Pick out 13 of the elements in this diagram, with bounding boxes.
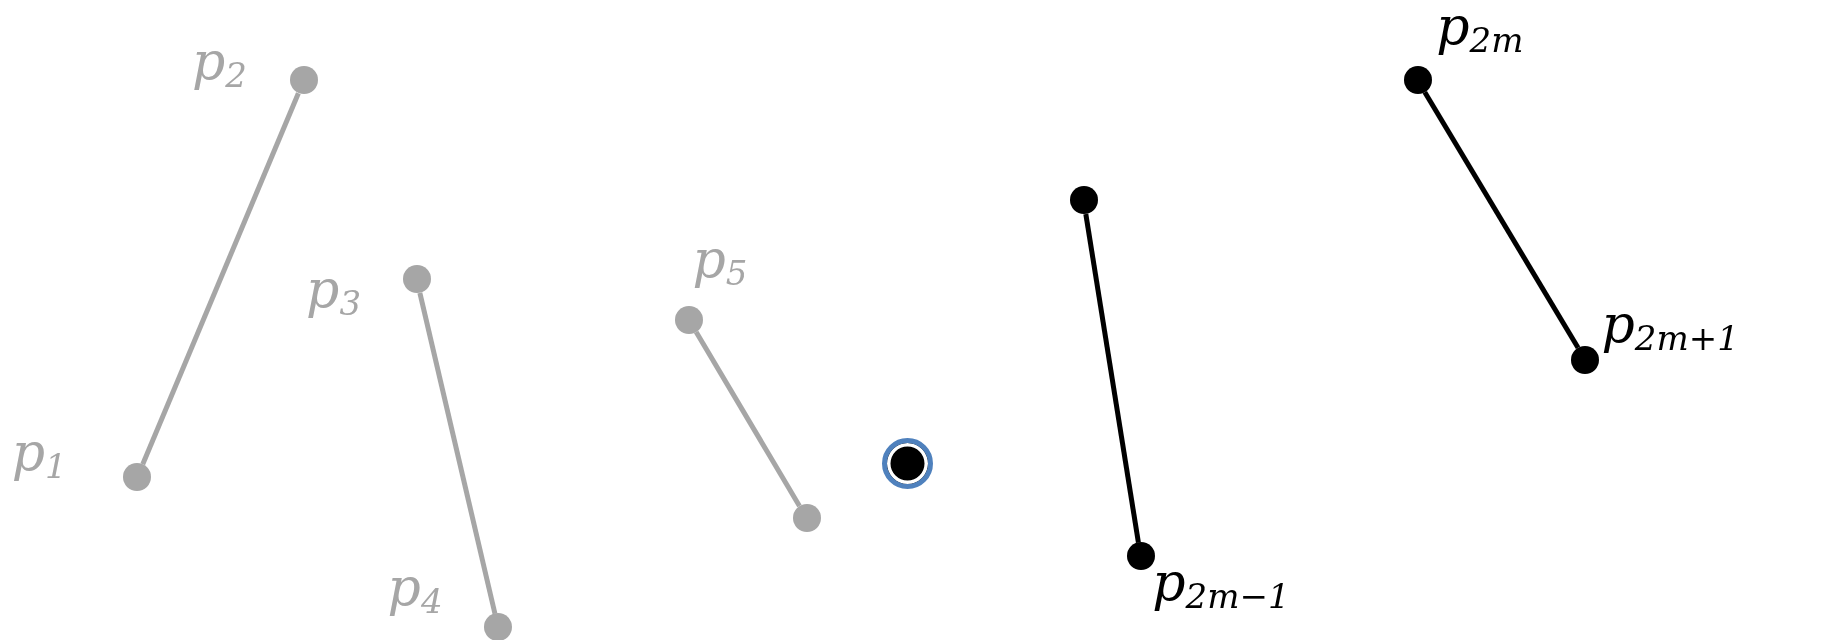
point-label: p$_{2m+1}$ [1601, 297, 1739, 355]
line-segment [140, 92, 301, 466]
point-label: p$_{1}$ [11, 426, 67, 483]
point-label: p$_{2m−1}$ [1152, 556, 1290, 614]
point-label: p$_{3}$ [306, 263, 362, 321]
line-segment [694, 330, 802, 508]
line-segment [1422, 91, 1581, 349]
point-label: p$_{2m}$ [1436, 0, 1524, 57]
line-segment [417, 292, 498, 615]
point-label: p$_{5}$ [692, 232, 748, 290]
point-label: p$_{2}$ [192, 34, 247, 92]
point-label: p$_{4}$ [387, 561, 443, 618]
line-segment [1083, 213, 1141, 543]
